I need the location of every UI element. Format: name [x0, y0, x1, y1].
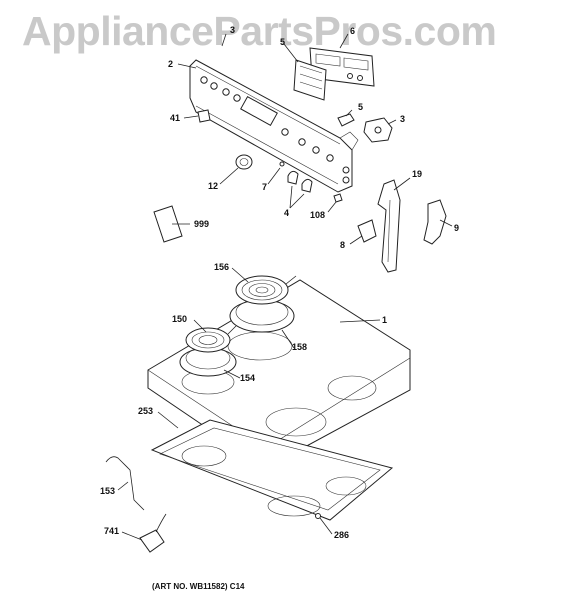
- screw-part: [279, 161, 285, 167]
- callout-108: 108: [310, 210, 325, 220]
- callout-156: 156: [214, 262, 229, 272]
- burner-small: [179, 325, 237, 377]
- callout-7: 7: [262, 182, 267, 192]
- callout-12: 12: [208, 181, 218, 191]
- callout-5: 5: [358, 102, 363, 112]
- callout-741: 741: [104, 526, 119, 536]
- literature-sheet: [153, 205, 183, 243]
- callout-154: 154: [240, 373, 255, 383]
- clip-108: [333, 193, 343, 203]
- callout-253: 253: [138, 406, 153, 416]
- hinge-bracket: [423, 199, 447, 245]
- callout-158: 158: [292, 342, 307, 352]
- callout-286: 286: [334, 530, 349, 540]
- callout-6: 6: [350, 26, 355, 36]
- knob-pair: [287, 170, 313, 193]
- callout-1: 1: [382, 315, 387, 325]
- control-panel: [189, 59, 359, 193]
- watermark: AppliancePartsPros.com: [22, 8, 497, 54]
- callout-9: 9: [454, 223, 459, 233]
- callout-41: 41: [170, 113, 180, 123]
- callout-4: 4: [284, 208, 289, 218]
- wire-harness: [105, 456, 145, 511]
- callout-8: 8: [340, 240, 345, 250]
- callout-19: 19: [412, 169, 422, 179]
- side-bracket: [377, 179, 401, 273]
- control-knob: [235, 154, 253, 170]
- callout-3: 3: [400, 114, 405, 124]
- switch-part: [337, 113, 355, 127]
- callout-labels: 2 3 5 6 5 3 41 12 7 4 108 999 19 8 9 156…: [100, 25, 459, 591]
- terminal-block: [139, 513, 167, 553]
- burner-large: [229, 275, 297, 333]
- infinite-switch: [363, 117, 393, 143]
- bracket-8: [357, 219, 377, 243]
- screw-286: [315, 513, 321, 519]
- overlay-panel: [293, 59, 327, 101]
- clip-part: [197, 109, 211, 123]
- leader-lines: [117, 33, 453, 541]
- callout-150: 150: [172, 314, 187, 324]
- drip-pan-tray: [150, 419, 394, 521]
- callout-2: 2: [168, 59, 173, 69]
- art-number: (ART NO. WB11582) C14: [152, 582, 245, 591]
- callout-153: 153: [100, 486, 115, 496]
- callout-3-top: 3: [230, 25, 235, 35]
- callout-999: 999: [194, 219, 209, 229]
- callout-5-top: 5: [280, 37, 285, 47]
